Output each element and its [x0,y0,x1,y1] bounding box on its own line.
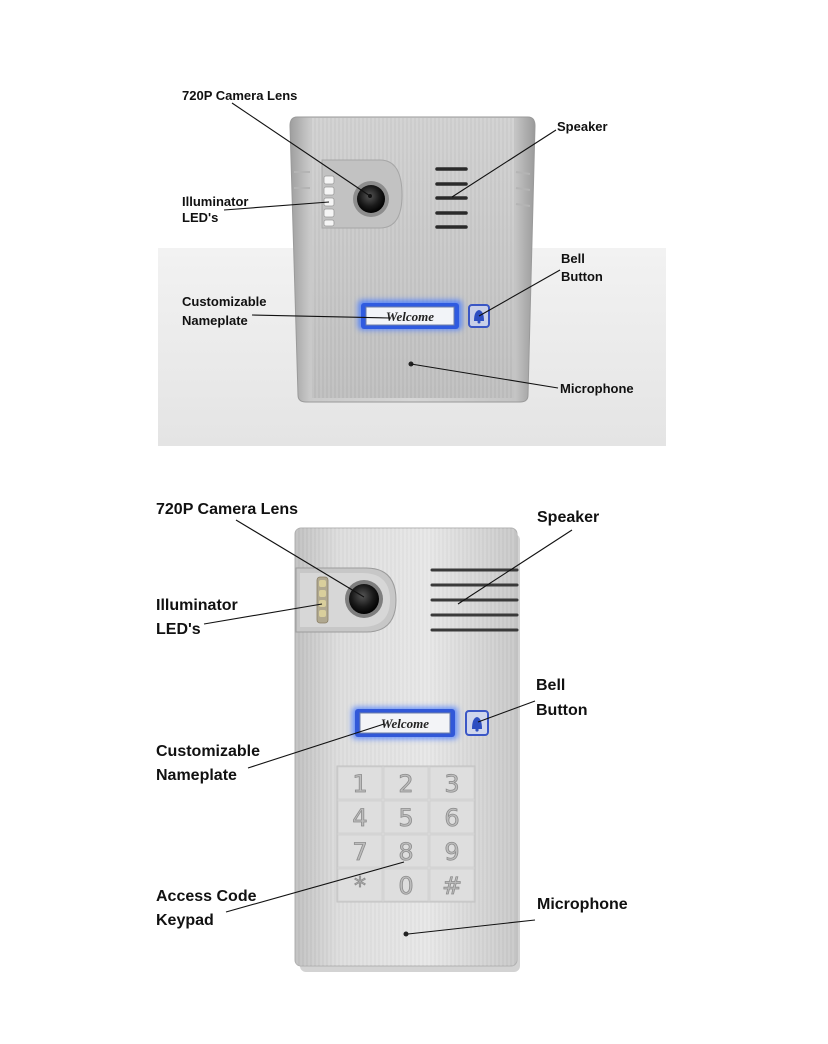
keypad-key-label: 3 [444,770,459,798]
bottom-nameplate-text: Welcome [381,716,429,731]
top-label-camera: 720P Camera Lens [182,88,297,103]
bottom-label-speaker: Speaker [537,509,599,526]
keypad-key-label: 2 [398,770,413,798]
keypad-key-label: 6 [444,804,459,832]
keypad-key-label: 0 [398,872,413,900]
keypad-key-label: 9 [444,838,459,866]
keypad-key-label: 1 [352,770,367,798]
bottom-label-illuminator-2: LED's [156,621,201,638]
keypad-key-label: 5 [398,804,413,832]
top-label-speaker: Speaker [557,119,608,134]
bottom-label-keypad-1: Access Code [156,888,257,905]
bottom-label-nameplate-1: Customizable [156,743,260,760]
keypad-key-label: 4 [352,804,367,832]
keypad-key-label: # [442,872,462,900]
top-nameplate-text: Welcome [386,309,434,324]
bottom-microphone-hole [404,932,409,937]
top-label-bell-2: Button [561,269,603,284]
bottom-illuminator-leds [317,577,328,623]
keypad-key-label: * [354,872,366,900]
top-label-illuminator-2: LED's [182,210,218,225]
top-label-illuminator-1: Illuminator [182,194,248,209]
bottom-device-figure: Welcome 1 2 3 4 5 6 7 8 9 * 0 # [295,528,520,972]
top-label-nameplate-1: Customizable [182,294,267,309]
bottom-label-microphone: Microphone [537,896,628,913]
bottom-label-camera: 720P Camera Lens [156,501,298,518]
top-label-nameplate-2: Nameplate [182,313,248,328]
bottom-label-bell-2: Button [536,702,588,719]
keypad-key-label: 7 [352,838,367,866]
bottom-label-bell-1: Bell [536,677,565,694]
bottom-label-keypad-2: Keypad [156,912,214,929]
bottom-label-nameplate-2: Nameplate [156,767,237,784]
keypad-key-label: 8 [398,838,413,866]
bottom-label-illuminator-1: Illuminator [156,597,238,614]
bottom-camera-lens [349,584,379,614]
top-label-bell-1: Bell [561,251,585,266]
top-label-microphone: Microphone [560,381,634,396]
top-camera-lens [357,185,385,213]
